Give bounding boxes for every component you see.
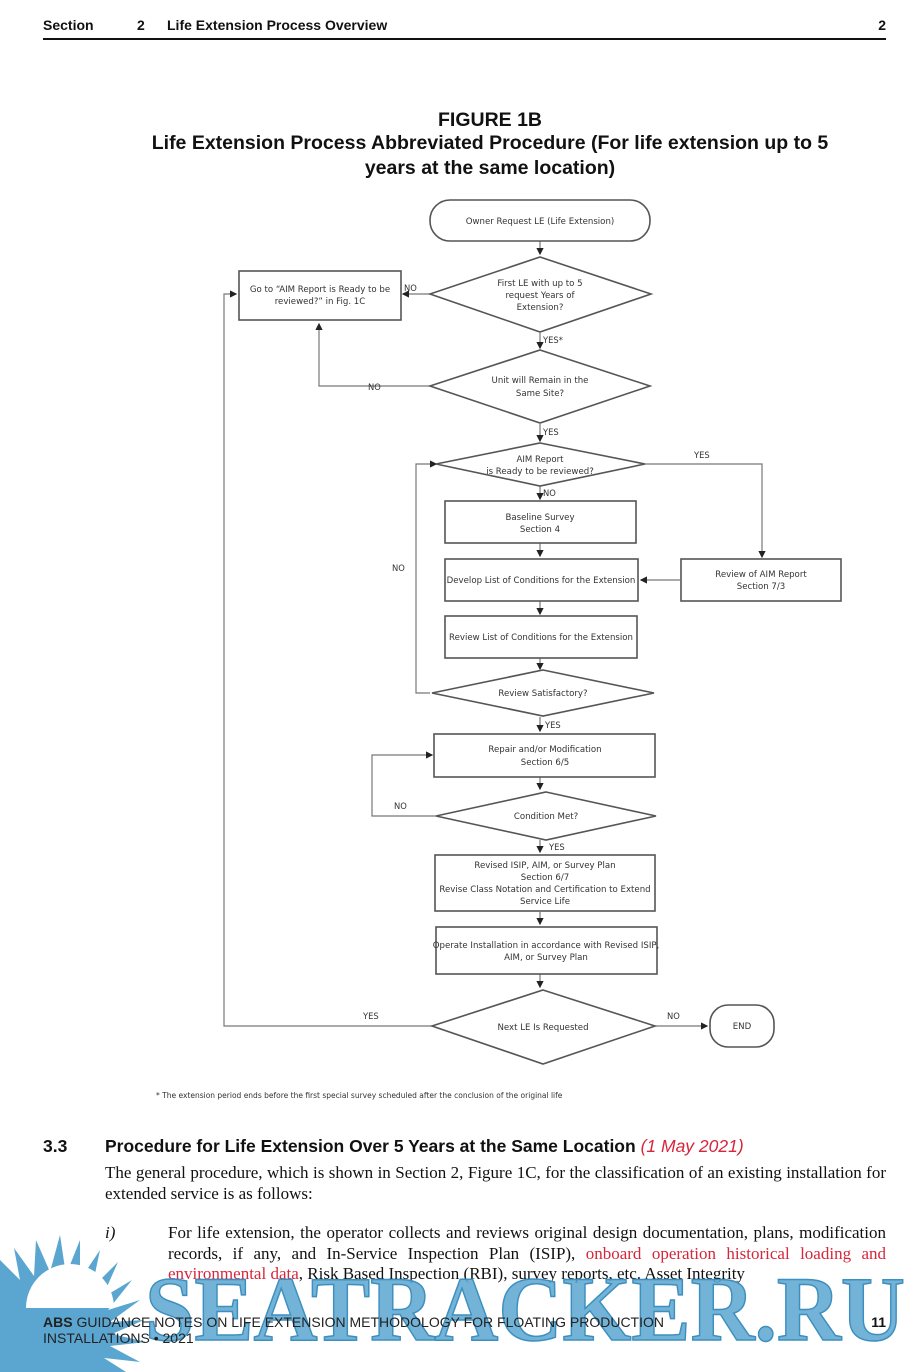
label-q1-no: NO: [404, 283, 417, 293]
node-baseline-line-2: Section 4: [520, 525, 560, 535]
decision-first-le: First LE with up to 5 request Years of E…: [427, 256, 654, 333]
section-title: Procedure for Life Extension Over 5 Year…: [105, 1136, 636, 1156]
header-section-title: Life Extension Process Overview: [167, 17, 388, 33]
decision-review-satisfactory-text: Review Satisfactory?: [498, 689, 587, 699]
figure-footnote: * The extension period ends before the f…: [156, 1091, 563, 1100]
decision-review-satisfactory: Review Satisfactory?: [431, 669, 655, 717]
figure-caption-line-1: Life Extension Process Abbreviated Proce…: [151, 132, 829, 154]
node-develop-text: Develop List of Conditions for the Exten…: [447, 576, 636, 586]
node-start: Owner Request LE (Life Extension): [429, 199, 651, 242]
decision-first-le-line-1: First LE with up to 5: [497, 279, 582, 289]
decision-condition-met-text: Condition Met?: [514, 812, 578, 822]
list-item-text-revised: onboard operation historical loading and…: [168, 1243, 887, 1284]
arrow-q2-goto: [315, 322, 430, 387]
decision-next-le-text: Next LE Is Requested: [497, 1023, 588, 1033]
label-q4-no: NO: [392, 563, 405, 573]
node-revised-line-4: Service Life: [520, 897, 570, 907]
decision-same-site: Unit will Remain in the Same Site?: [427, 349, 653, 424]
node-end: END: [709, 1004, 775, 1048]
decision-aim-ready-line-1: AIM Report: [516, 455, 564, 465]
node-review-aim-line-1: Review of AIM Report: [715, 570, 807, 580]
page-footer: ABS GUIDANCE NOTES ON LIFE EXTENSION MET…: [43, 1314, 664, 1346]
label-q2-no: NO: [368, 382, 381, 392]
list-item-text-part-2: , Risk Based Inspection (RBI), survey re…: [298, 1264, 745, 1283]
label-q1-yes: YES*: [542, 335, 563, 345]
header-rule: [43, 38, 886, 40]
list-item-text-part-1: For life extension, the operator collect…: [168, 1223, 886, 1263]
section-title-wrap: Procedure for Life Extension Over 5 Year…: [105, 1136, 744, 1156]
node-repair-modification: Repair and/or Modification Section 6/5: [433, 733, 656, 778]
sun-logo-icon: [0, 1235, 146, 1372]
arrow-q5-repair: [371, 751, 436, 817]
label-q4-yes: YES: [544, 720, 561, 730]
arrow-q3-review-aim: [645, 463, 766, 559]
node-repair-line-2: Section 6/5: [521, 758, 570, 768]
footer-title-line-1: GUIDANCE NOTES ON LIFE EXTENSION METHODO…: [72, 1314, 664, 1330]
node-develop-conditions: Develop List of Conditions for the Exten…: [444, 558, 639, 602]
label-q3-no: NO: [543, 488, 556, 498]
footer-page-number: 11: [871, 1314, 886, 1330]
node-end-text: END: [733, 1022, 752, 1032]
node-repair-line-1: Repair and/or Modification: [488, 745, 601, 755]
node-baseline-survey: Baseline Survey Section 4: [444, 500, 637, 544]
decision-first-le-line-3: Extension?: [517, 303, 564, 313]
node-goto-line-1: Go to “AIM Report is Ready to be: [250, 285, 390, 295]
list-item-text: For life extension, the operator collect…: [168, 1223, 886, 1285]
node-revised-line-2: Section 6/7: [521, 873, 570, 883]
node-revised-line-1: Revised ISIP, AIM, or Survey Plan: [474, 861, 615, 871]
figure-caption-line-2: years at the same location): [364, 157, 616, 179]
section-intro-paragraph: The general procedure, which is shown in…: [105, 1163, 886, 1203]
label-q6-no: NO: [667, 1011, 680, 1021]
decision-aim-ready-line-2: is Ready to be reviewed?: [486, 467, 594, 477]
decision-same-site-line-2: Same Site?: [516, 389, 564, 399]
header-page-number: 2: [878, 17, 886, 33]
branch-labels: NO YES* NO YES YES NO NO YES NO YES YES …: [362, 283, 710, 1021]
footer-brand: ABS: [43, 1314, 73, 1330]
decision-same-site-line-1: Unit will Remain in the: [492, 376, 589, 386]
node-goto-line-2: reviewed?” in Fig. 1C: [275, 297, 366, 307]
node-review-list-text: Review List of Conditions for the Extens…: [449, 633, 633, 643]
decision-first-le-line-2: request Years of: [505, 291, 575, 301]
decision-next-le: Next LE Is Requested: [429, 989, 658, 1065]
label-q2-yes: YES: [542, 427, 559, 437]
section-number: 3.3: [43, 1136, 68, 1156]
label-q5-no: NO: [394, 801, 407, 811]
figure-caption: Life Extension Process Abbreviated Proce…: [100, 131, 880, 181]
footer-title-line-2: INSTALLATIONS • 2021: [43, 1330, 194, 1346]
arrow-q6-goto: [223, 290, 432, 1027]
node-review-conditions: Review List of Conditions for the Extens…: [444, 615, 638, 659]
decision-condition-met: Condition Met?: [435, 791, 657, 841]
node-review-aim-report: Review of AIM Report Section 7/3: [680, 558, 842, 602]
node-operate-installation: Operate Installation in accordance with …: [433, 926, 660, 975]
list-item-marker: i): [105, 1223, 116, 1242]
label-q6-yes: YES: [362, 1011, 379, 1021]
arrow-q4-q3: [415, 460, 438, 694]
node-operate-line-2: AIM, or Survey Plan: [504, 953, 588, 963]
node-goto-fig-1c: Go to “AIM Report is Ready to be reviewe…: [238, 270, 402, 321]
label-q5-yes: YES: [548, 842, 565, 852]
node-revised-line-3: Revise Class Notation and Certification …: [439, 885, 650, 895]
section-date: 1 May 2021: [646, 1136, 738, 1156]
sun-logo-face: [26, 1264, 114, 1308]
node-review-aim-line-2: Section 7/3: [737, 582, 786, 592]
header-section-number: 2: [137, 17, 145, 33]
node-start-text: Owner Request LE (Life Extension): [466, 217, 615, 227]
flowchart: Owner Request LE (Life Extension) First …: [156, 199, 842, 1100]
label-q3-yes: YES: [693, 450, 710, 460]
header-section-label: Section: [43, 17, 94, 33]
node-baseline-line-1: Baseline Survey: [505, 513, 574, 523]
figure-number: FIGURE 1B: [437, 109, 542, 131]
node-operate-line-1: Operate Installation in accordance with …: [433, 941, 660, 951]
connectors: [223, 241, 766, 1030]
node-revised-isip: Revised ISIP, AIM, or Survey Plan Sectio…: [434, 854, 656, 912]
decision-aim-ready: AIM Report is Ready to be reviewed?: [435, 442, 646, 487]
